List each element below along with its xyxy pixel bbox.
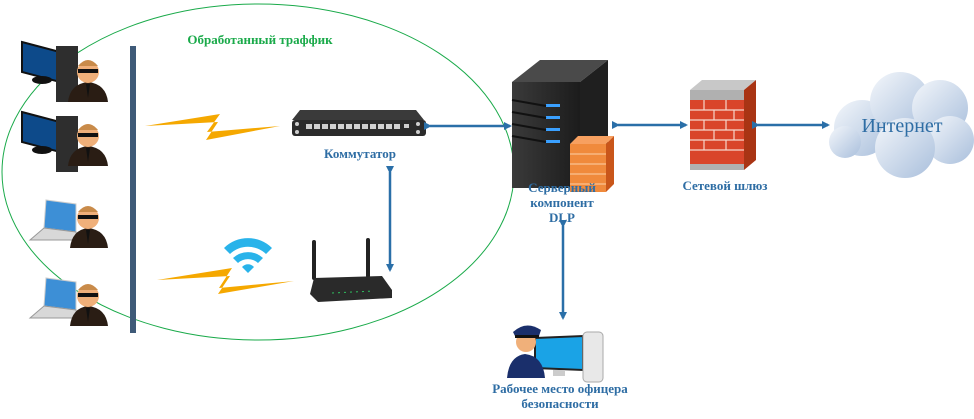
dlp-server-label-line-1: Серверный [528, 180, 596, 195]
endpoint-desktop-2[interactable] [21, 110, 108, 172]
wifi-icon [224, 238, 272, 273]
wired-link-lightning-icon [145, 114, 280, 140]
laptop-icon [28, 199, 79, 241]
agent-avatar-icon [68, 60, 108, 102]
officer-workstation-icon[interactable] [507, 325, 604, 383]
security-officer-avatar-icon [507, 325, 545, 378]
gateway-label: Сетевой шлюз [682, 178, 768, 193]
network-bus [130, 46, 136, 333]
agent-avatar-icon [70, 206, 108, 248]
connections [386, 121, 830, 320]
agent-avatar-icon [68, 124, 108, 166]
endpoint-desktop-1[interactable] [21, 40, 108, 102]
officer-workstation-label-line-1: Рабочее место офицера [492, 381, 628, 396]
dlp-server-label: Серверный компонент DLP [510, 180, 614, 225]
officer-workstation-label-line-2: безопасности [521, 396, 599, 411]
pc-tower-icon [582, 331, 604, 383]
endpoint-laptop-2[interactable] [28, 277, 108, 326]
laptop-icon [28, 277, 79, 319]
processed-traffic-label: Обработанный траффик [187, 32, 333, 47]
agent-avatar-icon [70, 284, 108, 326]
officer-workstation-label: Рабочее место офицера безопасности [460, 381, 660, 411]
internet-label: Интернет [861, 115, 943, 137]
dlp-server-label-line-2: компонент [530, 195, 594, 210]
dlp-server-label-line-3: DLP [549, 210, 575, 225]
internet-cloud-icon[interactable] [829, 72, 974, 178]
gateway-firewall-icon[interactable] [690, 80, 756, 170]
monitor-icon [21, 110, 61, 154]
switch-label: Коммутатор [324, 146, 396, 161]
wireless-link-lightning-icon [157, 268, 294, 294]
monitor-icon [21, 40, 61, 84]
dlp-firewall-icon [570, 136, 614, 192]
switch-device-icon[interactable] [292, 110, 426, 136]
endpoint-laptop-1[interactable] [28, 199, 108, 248]
wireless-router-icon[interactable] [310, 238, 392, 302]
pc-tower-icon [56, 46, 78, 102]
